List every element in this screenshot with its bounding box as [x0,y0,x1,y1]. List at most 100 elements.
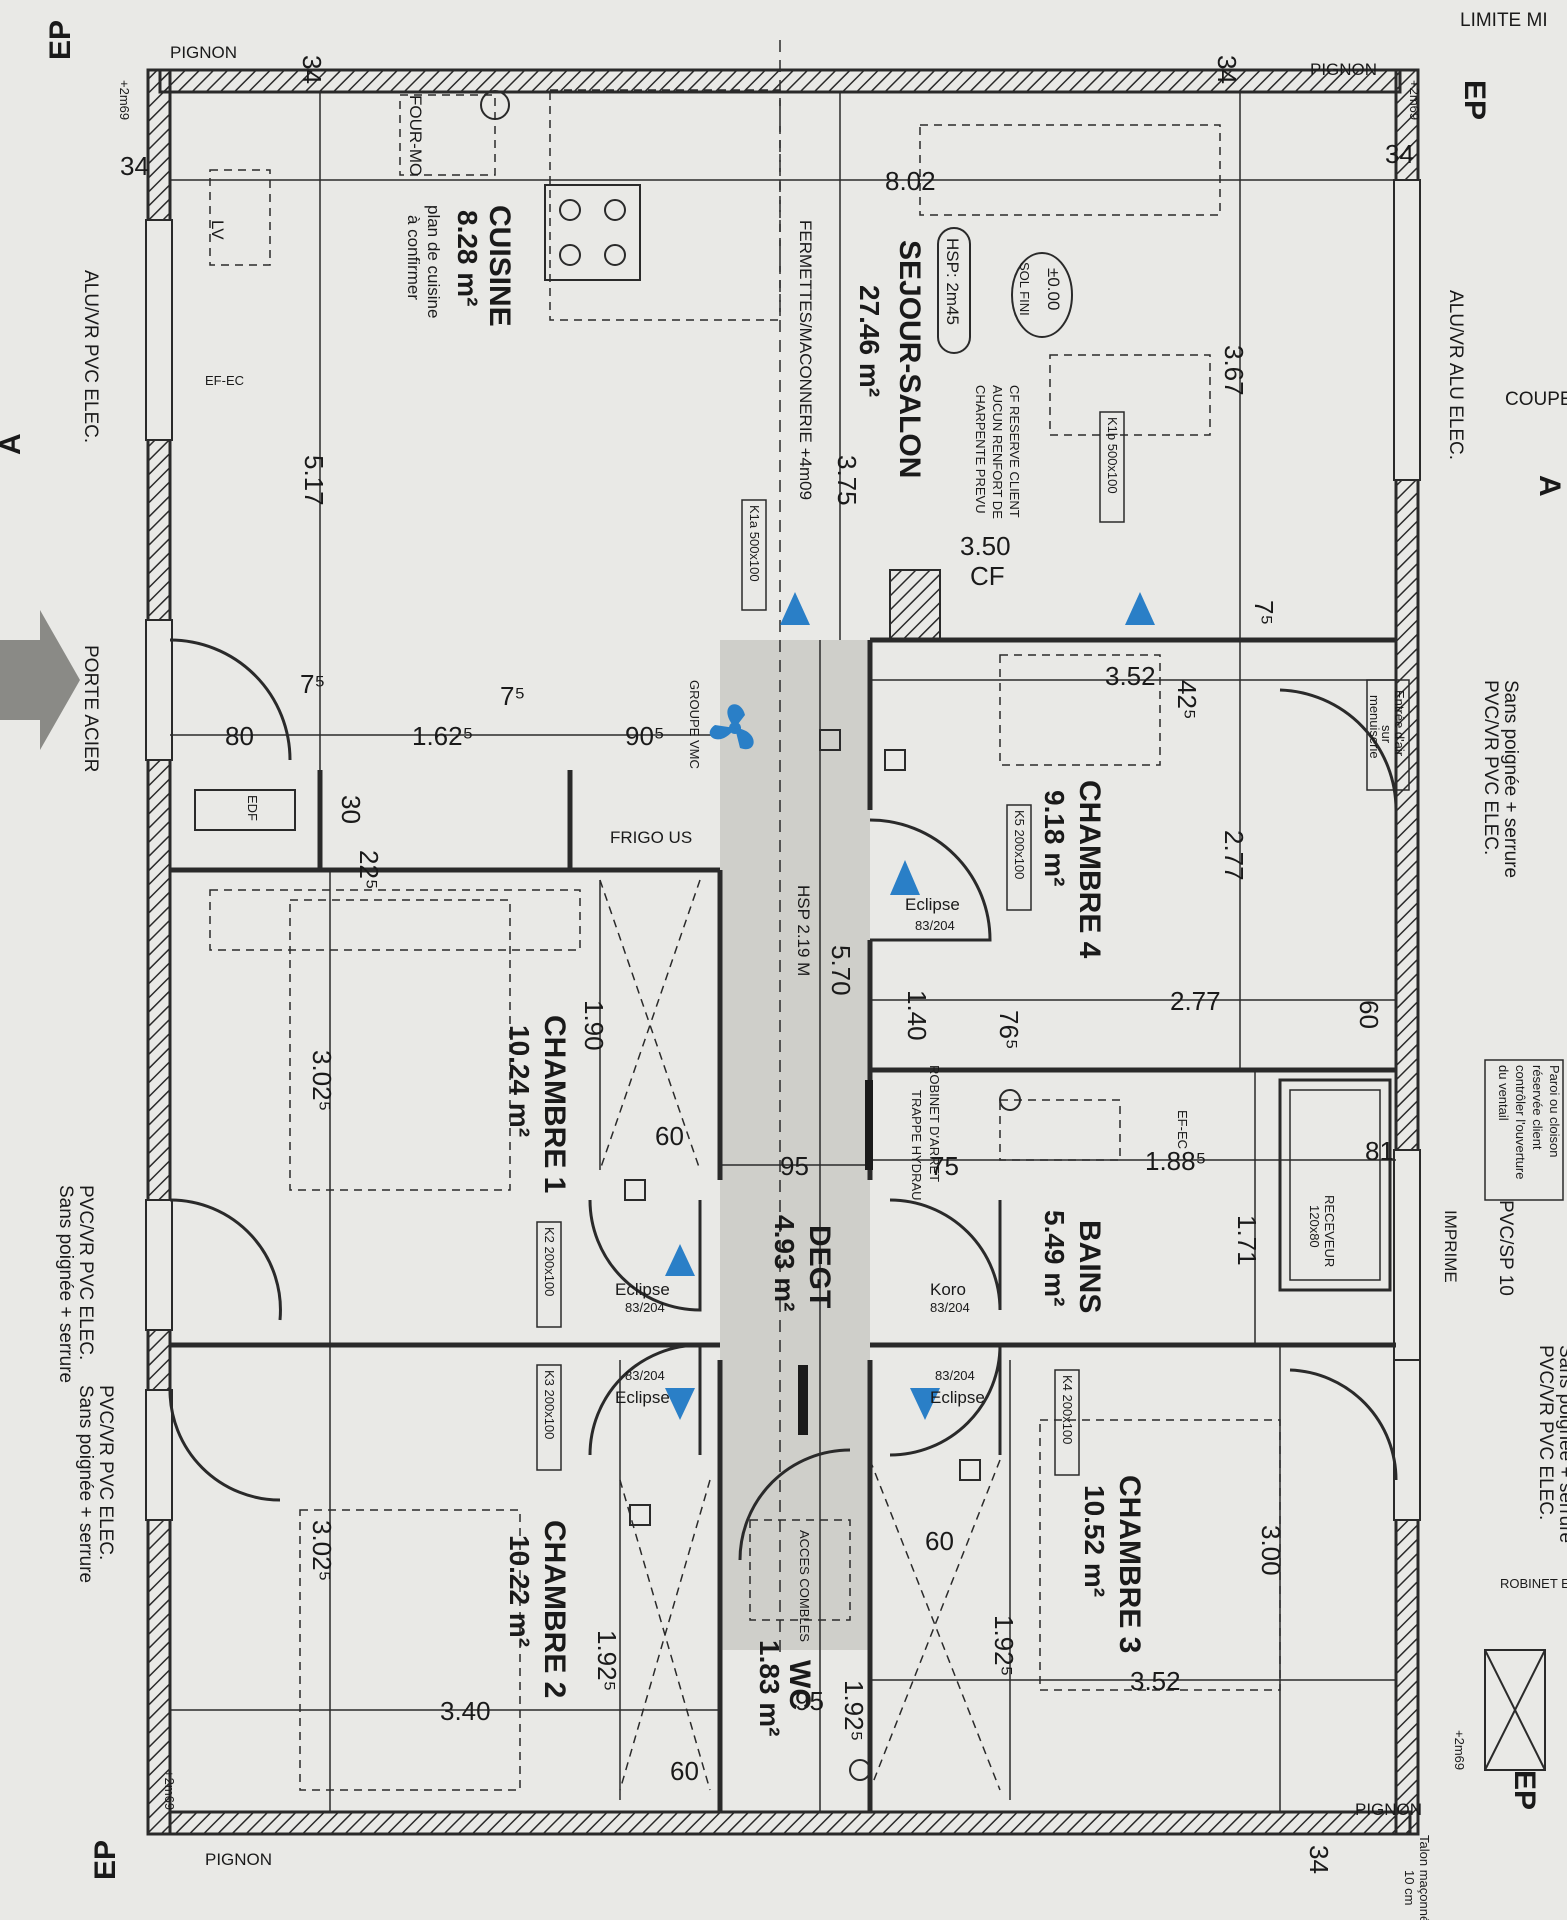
svg-text:Entrée d'air: Entrée d'air [1392,690,1407,757]
pvc-c4-label: PVC/VR PVC ELEC. [1480,680,1501,855]
dim-22: 22⁵ [354,850,384,890]
pvc-c2-sans: Sans poignée + serrure [75,1385,96,1583]
edf-panel [194,789,296,831]
room-chambre1-area: 10.24 m² [504,1025,535,1137]
paroi-note-box: Paroi ou cloison réservée client contrôl… [1484,1059,1564,1201]
ef-ec-kitchen: EF-EC [205,373,244,388]
svg-text:K1a 500x100: K1a 500x100 [747,505,762,582]
svg-text:K5 200x100: K5 200x100 [1012,810,1027,879]
svg-text:HSP: 2m45: HSP: 2m45 [943,238,962,325]
pignon-bottom-right: PIGNON [1355,1800,1422,1819]
door-size-bains: 83/204 [930,1300,970,1315]
pvc-c1-label: PVC/VR PVC ELEC. [75,1185,96,1360]
blue-arrows [665,592,1155,1420]
k-tags: K1a 500x100 K1b 500x100 K2 200x100 K3 20… [536,411,1125,1476]
dim-7-5-c: 7⁵ [300,669,325,699]
room-degt-area: 4.93 m² [769,1215,800,1312]
dim-34-right: 34 [1385,139,1414,169]
dim-1-62: 1.62⁵ [412,721,473,751]
room-wc-name: WC [783,1660,816,1710]
dim-7-5: 7⁵ [500,681,525,711]
dim-1-92-c2: 1.92⁵ [592,1630,622,1691]
dim-3-75: 3.75 [832,455,862,506]
door-size-c4: 83/204 [915,918,955,933]
dim-80: 80 [225,721,254,751]
dim-1-71: 1.71 [1232,1215,1262,1266]
room-bains-name: BAINS [1073,1220,1106,1313]
dim-1-92-c3: 1.92⁵ [989,1615,1019,1676]
svg-text:sur: sur [1379,725,1394,744]
dim-3-40: 3.40 [440,1696,491,1726]
room-chambre1-name: CHAMBRE 1 [538,1015,571,1193]
dim-3-52-bottom: 3.52 [1130,1666,1181,1696]
dim-95-wc: 95 [795,1686,824,1716]
svg-text:K1b 500x100: K1b 500x100 [1105,417,1120,494]
dim-81: 81 [1365,1136,1394,1166]
svg-text:du ventail: du ventail [1496,1065,1511,1121]
door-eclipse-c3: Eclipse [930,1388,985,1407]
dim-90: 90⁵ [625,721,665,751]
dim-3-67: 3.67 [1219,345,1249,396]
sol-fini-badge: ±0.00 SOL FINI [1011,252,1073,338]
pvc-c3-label: PVC/VR PVC ELEC. [1535,1345,1556,1520]
trappe-label: TRAPPE HYDRAU [909,1090,924,1201]
extractor-fan-icon [480,90,1021,1781]
room-cuisine-name: CUISINE [483,205,516,327]
talon-size: 10 cm [1402,1870,1417,1905]
ep-bottom-right: EP [1508,1770,1541,1810]
room-chambre2-name: CHAMBRE 2 [538,1520,571,1698]
dim-30: 30 [336,795,366,824]
height-bottom-left: +2m69 [162,1770,177,1810]
radiator [1484,1649,1546,1771]
room-bains-area: 5.49 m² [1039,1210,1070,1307]
ep-top-left: EP [44,20,77,60]
dim-3-52-top: 3.52 [1105,661,1156,691]
pignon-top-left: PIGNON [170,43,237,62]
dim-2-77-horiz: 2.77 [1170,986,1221,1016]
dim-1-40: 1.40 [902,990,932,1041]
interior-walls [170,637,1396,1812]
cf-note-3: CHARPENTE PREVU [973,385,988,514]
cf-note-2: AUCUN RENFORT DE [990,385,1005,519]
dim-5-17: 5.17 [299,455,329,506]
room-chambre4-name: CHAMBRE 4 [1073,780,1106,959]
acces-combles-label: ACCES COMBLES [797,1530,812,1642]
dim-60-c1: 60 [655,1121,684,1151]
fermettes-label: FERMETTES/MACONNERIE +4m09 [796,220,815,500]
dim-5-70: 5.70 [826,945,856,996]
height-bottom-right: +2m69 [1452,1730,1467,1770]
entrance-arrow-icon [0,610,80,750]
dim-60-bains: 60 [1354,1000,1384,1029]
dim-cf: CF [970,561,1005,591]
dim-3-50: 3.50 [960,531,1011,561]
imprime-label: IMPRIME [1441,1210,1460,1283]
dim-42: 42⁵ [1172,680,1202,720]
pvc-sp-label: PVC/SP 10 [1495,1200,1516,1296]
pignon-top-right: PIGNON [1310,60,1377,79]
dim-1-90: 1.90 [579,1000,609,1051]
door-eclipse-c2: Eclipse [615,1388,670,1407]
room-chambre2-area: 10.22 m² [504,1535,535,1647]
svg-text:±0.00: ±0.00 [1044,268,1063,310]
electrical-boxes [624,729,981,1526]
pvc-c2-label: PVC/VR PVC ELEC. [95,1385,116,1560]
ef-ec-bains: EF-EC [1175,1110,1190,1149]
room-sejour-area: 27.46 m² [854,285,885,397]
pvc-c4-sans: Sans poignée + serrure [1500,680,1521,878]
dim-95-degt: 95 [780,1151,809,1181]
dim-1-92-wc: 1.92⁵ [839,1680,869,1741]
room-chambre3-name: CHAMBRE 3 [1113,1475,1146,1653]
frigo-label: FRIGO US [610,828,692,847]
robinet-ext-label: ROBINET EXT [1500,1576,1567,1591]
talon-label: Talon maçonné [1417,1835,1432,1920]
dim-76: 76⁵ [994,1010,1024,1050]
pvc-c1-sans: Sans poignée + serrure [55,1185,76,1383]
dim-3-02-c2: 3.02⁵ [307,1520,337,1581]
dim-34-left: 34 [120,151,149,181]
pvc-c3-sans: Sans poignée + serrure [1555,1345,1567,1543]
lv-label: LV [208,220,227,240]
receveur-label: RECEVEUR [1322,1195,1337,1267]
entree-air-box: Entrée d'air sur menuiserie [1366,679,1410,791]
dim-2-77-vert: 2.77 [1219,830,1249,881]
dim-7-5-b: 7⁵ [1249,600,1279,625]
